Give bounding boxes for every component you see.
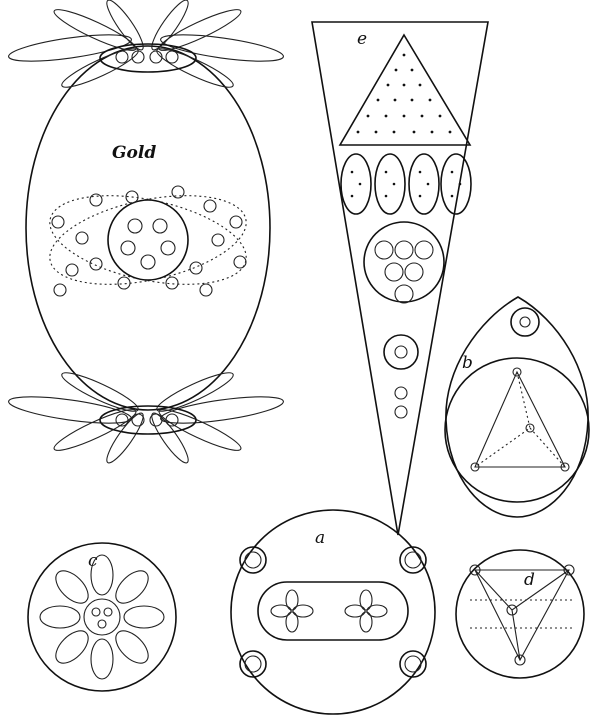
teardrop-inner-circle [445,358,589,502]
a-inner-capsule [258,582,408,640]
cone-group-circle [364,222,444,302]
gold-title: Gold [112,143,156,163]
cone-small-circle [384,335,418,369]
gold-nucleus [108,200,188,280]
diagram-e: e [312,22,488,535]
teardrop-triangle [475,372,565,467]
a-quatrefoil-left [271,590,313,632]
label-b: b [462,353,473,373]
d-tetrahedron [475,570,569,660]
gold-orbit-2 [42,180,254,300]
a-quatrefoil-right [345,590,387,632]
gold-orbit-1 [42,180,254,300]
gold-bottom-crown [7,367,285,467]
teardrop-outline [446,297,588,517]
cone-ellipses [341,154,471,214]
gold-atom: Gold [7,0,285,467]
diagram-d: d [456,550,584,678]
a-outer-circle [231,510,435,714]
petals [40,555,164,679]
label-a: a [315,528,325,548]
label-d: d [524,570,535,590]
label-e: e [357,29,367,49]
diagram-b: b [445,297,589,517]
diagram-a: a [231,510,435,714]
teardrop-top-circle [511,308,539,336]
diagram-c: c [28,543,176,691]
petal-circle-outline [28,543,176,691]
label-c: c [88,551,98,571]
cone-triangle [340,35,470,145]
